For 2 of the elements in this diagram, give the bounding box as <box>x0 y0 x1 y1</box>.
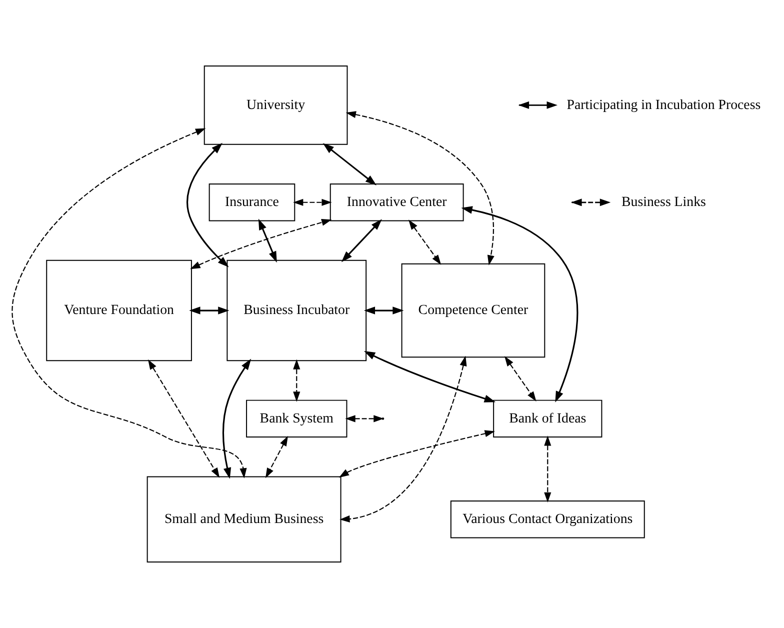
legend-label: Participating in Incubation Process <box>566 98 761 113</box>
legend-label: Business Links <box>622 195 706 210</box>
